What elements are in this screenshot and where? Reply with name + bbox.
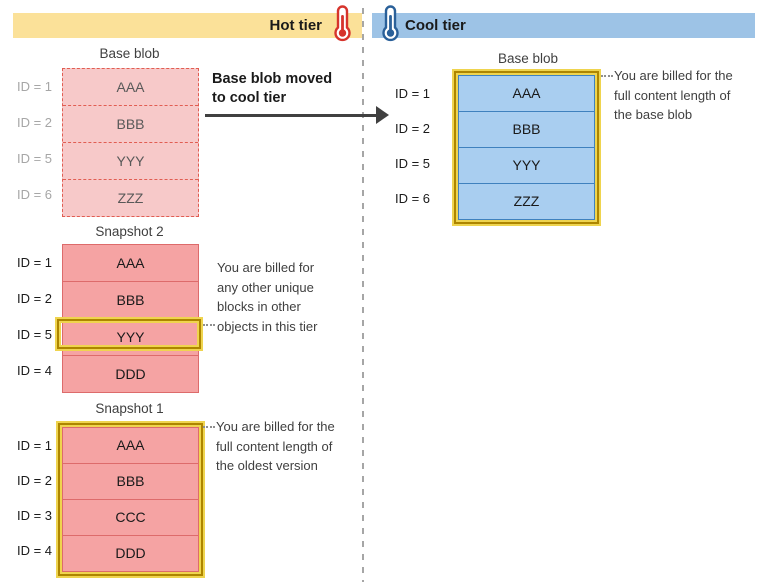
- id-label: ID = 1: [16, 438, 52, 453]
- tier-divider-line: [362, 8, 364, 582]
- move-arrow-line: [205, 114, 377, 117]
- snapshot1-id-labels: ID = 1 ID = 2 ID = 3 ID = 4: [12, 428, 52, 568]
- block-row: AAA: [116, 437, 145, 453]
- cool-base-blob-full-highlight: AAA BBB YYY ZZZ: [454, 71, 599, 224]
- block-row: ZZZ: [459, 183, 594, 219]
- id-label: ID = 5: [16, 151, 52, 166]
- hot-tier-bar: Hot tier: [13, 13, 362, 38]
- block-row: DDD: [63, 535, 198, 571]
- id-label: ID = 6: [16, 187, 52, 202]
- block-row: BBB: [63, 105, 198, 142]
- block-row: BBB: [459, 111, 594, 147]
- id-label: ID = 1: [16, 79, 52, 94]
- block-row: AAA: [512, 85, 541, 101]
- id-label: ID = 2: [394, 121, 430, 136]
- block-row: AAA: [116, 79, 145, 95]
- block-row: YYY: [63, 318, 198, 355]
- thermometer-cool-stem: [389, 15, 392, 33]
- id-label: ID = 2: [16, 473, 52, 488]
- hot-base-blob-title: Base blob: [99, 46, 160, 61]
- snapshot2-annotation-connector: [203, 324, 215, 326]
- id-label: ID = 6: [394, 191, 430, 206]
- hot-base-blob-blocks: AAA BBB YYY ZZZ: [62, 68, 199, 217]
- snapshot1-annotation: You are billed for the full content leng…: [216, 419, 335, 473]
- snapshot2-blocks: AAA BBB YYY DDD: [62, 244, 199, 393]
- cool-annotation: You are billed for the full content leng…: [614, 68, 733, 122]
- block-row: YYY: [459, 147, 594, 183]
- cool-tier-label: Cool tier: [405, 17, 466, 34]
- cool-base-blob-blocks: AAA BBB YYY ZZZ: [458, 75, 595, 220]
- id-label: ID = 4: [16, 363, 52, 378]
- id-label: ID = 1: [394, 86, 430, 101]
- block-row: AAA: [116, 255, 145, 271]
- snapshot1-title: Snapshot 1: [95, 401, 164, 416]
- id-label: ID = 2: [16, 291, 52, 306]
- snapshot1-blocks: AAA BBB CCC DDD: [62, 427, 199, 572]
- block-row: CCC: [63, 499, 198, 535]
- move-arrow-caption: Base blob moved to cool tier: [212, 71, 333, 106]
- snapshot1-annotation-connector: [203, 426, 215, 428]
- cool-annotation-connector: [601, 75, 613, 77]
- cool-tier-bar: Cool tier: [372, 13, 755, 38]
- id-label: ID = 5: [394, 156, 430, 171]
- snapshot1-full-highlight: AAA BBB CCC DDD: [58, 423, 203, 576]
- block-row: DDD: [63, 355, 198, 392]
- id-label: ID = 3: [16, 508, 52, 523]
- thermometer-hot-stem: [341, 15, 344, 33]
- hot-tier-label: Hot tier: [269, 17, 323, 34]
- hot-base-blob-id-labels: ID = 1 ID = 2 ID = 5 ID = 6: [12, 69, 52, 213]
- move-arrow-head: [376, 106, 389, 124]
- id-label: ID = 5: [16, 327, 52, 342]
- thermometer-hot-icon: [334, 5, 351, 42]
- snapshot2-annotation: You are billed for any other unique bloc…: [217, 260, 318, 334]
- thermometer-cool-bulb: [386, 29, 395, 37]
- cool-base-blob-title: Base blob: [497, 51, 559, 66]
- id-label: ID = 2: [16, 115, 52, 130]
- thermometer-hot-bulb: [338, 29, 347, 37]
- block-row: YYY: [63, 142, 198, 179]
- id-label: ID = 4: [16, 543, 52, 558]
- cool-base-blob-id-labels: ID = 1 ID = 2 ID = 5 ID = 6: [390, 76, 430, 216]
- block-row: BBB: [63, 463, 198, 499]
- id-label: ID = 1: [16, 255, 52, 270]
- thermometer-cool-icon: [382, 5, 399, 42]
- block-row: ZZZ: [63, 179, 198, 216]
- snapshot2-id-labels: ID = 1 ID = 2 ID = 5 ID = 4: [12, 245, 52, 389]
- block-row: BBB: [63, 281, 198, 318]
- snapshot2-title: Snapshot 2: [95, 224, 164, 239]
